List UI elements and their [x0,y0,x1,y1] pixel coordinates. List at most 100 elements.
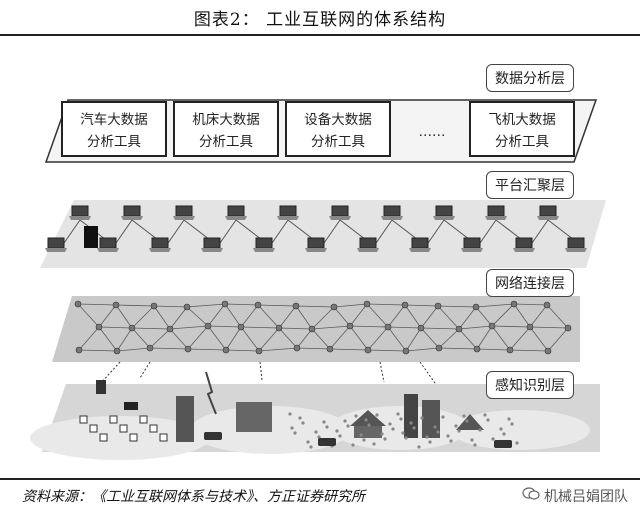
sensor-dot [441,415,445,419]
bottom-rule [0,478,640,480]
laptop-icon [515,237,533,249]
sensor-dot [354,414,358,418]
network-link [278,327,313,330]
laptop-icon [47,237,65,249]
network-link [186,306,209,327]
network-node [510,300,518,308]
network-link [258,327,280,352]
architecture-diagram: 汽车大数据 分析工具 机床大数据 分析工具 设备大数据 分析工具 …… 飞机大数… [30,99,606,460]
network-link [420,305,439,329]
platform-link [321,219,341,247]
network-node [128,324,136,332]
network-link [169,328,189,350]
sensor-dot [436,430,440,434]
laptop-icon [71,205,89,217]
sensor-dot [325,425,329,429]
layer-label-data-analysis: 数据分析层 [486,64,574,92]
sensor-dot [420,416,424,420]
laptop-icon [435,205,453,217]
network-link [476,348,511,351]
laptop-nodes [45,205,587,252]
sensor-dot [388,422,392,426]
tool-box-machine-line2: 分析工具 [199,134,253,150]
network-link [438,347,478,350]
sensor-dot [301,421,305,425]
network-link [513,303,531,328]
network-link [207,325,227,351]
sensor-tag [89,424,98,433]
sensor-tag [159,433,168,442]
network-link [437,305,460,330]
laptop-icon [487,205,505,217]
network-link [491,303,515,327]
network-node [544,347,552,355]
sensing-zone-3 [330,406,470,450]
network-link [98,326,133,329]
sensor-dot [510,422,514,426]
network-link [278,327,298,349]
sensing-zone-4 [450,410,590,450]
network-node [564,324,572,332]
tool-box-machine: 机床大数据 分析工具 [173,101,279,157]
laptop-base [253,248,275,252]
sensor-dot [465,419,469,423]
sensing-devices [79,371,519,449]
sensor-dot [417,445,421,449]
network-link [149,328,171,349]
vehicle-icon [494,440,512,448]
uplink-line [379,361,385,383]
sensor-dot [502,432,506,436]
laptop-base [97,248,119,252]
network-link [529,304,548,328]
network-link [366,303,406,306]
sensor-dot [367,423,371,427]
network-link [475,306,493,327]
factory-icon [176,396,194,442]
sensor-dot [433,425,437,429]
network-node [308,325,316,333]
network-link [240,326,280,329]
network-node [435,344,443,352]
network-link [405,347,440,352]
top-rule [0,34,640,36]
sensor-dot [409,421,413,425]
sensor-tag [149,424,158,433]
laptop-icon [175,205,193,217]
tool-box-car-line2: 分析工具 [87,134,141,150]
watermark: 机械吕娟团队 [522,486,628,506]
network-node [237,323,245,331]
network-link [131,305,155,329]
network-link [546,304,569,329]
network-link [329,325,351,350]
sensor-dot [446,434,450,438]
network-node [472,303,480,311]
network-link [187,348,227,351]
network-link [333,303,368,308]
network-link [458,325,493,330]
network-node [455,325,463,333]
platform-link [165,219,185,247]
laptop-base [69,216,91,220]
network-node [184,345,192,353]
network-node [204,322,212,330]
laptop-base [225,216,247,220]
network-node [346,322,354,330]
network-link [476,325,493,350]
laptop-icon [359,237,377,249]
network-link [78,349,118,352]
network-link [509,349,549,352]
sensor-dot [288,412,292,416]
network-link [367,349,407,352]
network-link [225,349,260,352]
network-link [187,325,209,350]
network-link [149,347,189,350]
sensor-dot [338,434,342,438]
network-node [183,303,191,311]
tool-box-car-line1: 汽车大数据 [80,111,148,128]
sensor-dot [290,426,294,430]
platform-link [217,219,237,247]
network-node [166,325,174,333]
server-icon [84,226,98,248]
network-node [222,346,230,354]
source-note: 资料来源：《工业互联网体系与技术》、方正证券研究所 [22,489,365,505]
